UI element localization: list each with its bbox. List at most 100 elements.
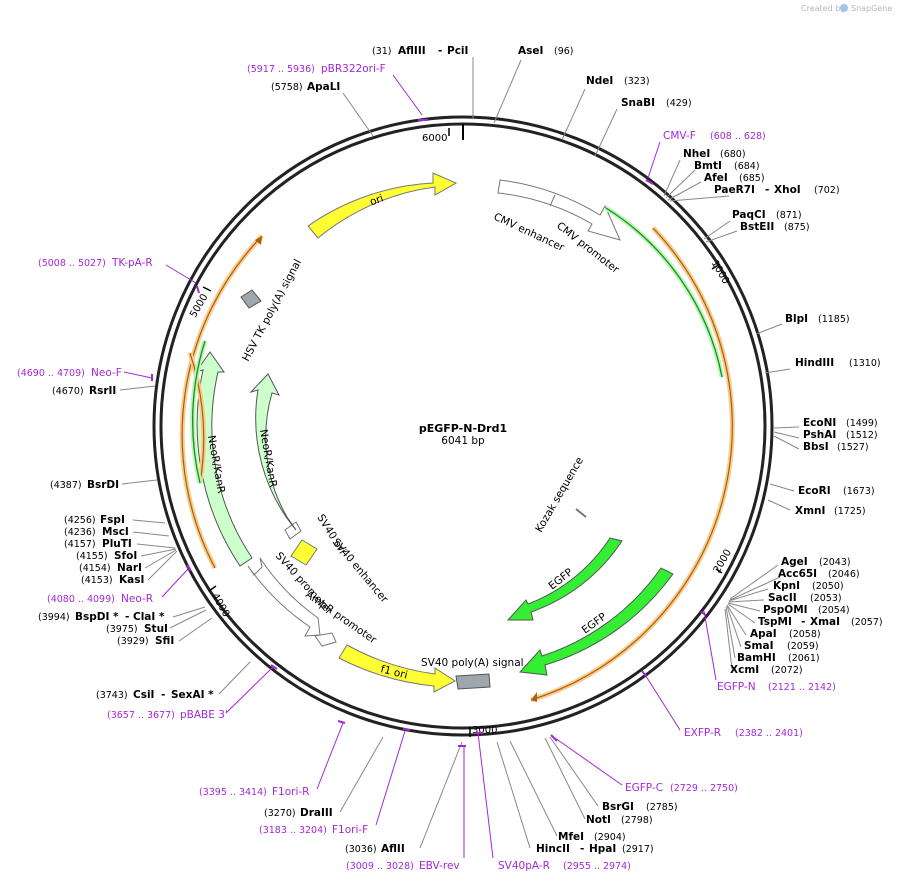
site-sfii[interactable]: (3929) SfiI (117, 635, 174, 647)
site-nari[interactable]: (4154) NarI (79, 562, 142, 574)
primer-neo-f[interactable]: (4690 .. 4709) Neo-F (17, 367, 122, 379)
svg-text:PspOMI: PspOMI (763, 604, 808, 616)
orf-arc-egfp-head (531, 692, 537, 702)
site-bmti[interactable]: BmtI (684) (694, 160, 760, 172)
site-bsteii[interactable]: BstEII (875) (740, 221, 810, 233)
svg-text:PciI: PciI (447, 45, 468, 57)
site-draiii[interactable]: (3270) DraIII (264, 807, 333, 819)
site-paqci[interactable]: PaqCI (871) (732, 209, 802, 221)
svg-text:EBV-rev: EBV-rev (419, 860, 460, 872)
restriction-sites: (31) AflIII - PciI AseI (96) NdeI (323) … (38, 45, 883, 855)
site-sfoi[interactable]: (4155) SfoI (76, 550, 137, 562)
svg-text:-: - (765, 184, 769, 196)
site-paer7i-xhoi[interactable]: PaeR7I - XhoI (702) (714, 184, 840, 196)
svg-text:(4236): (4236) (64, 527, 96, 538)
site-bsrdi[interactable]: (4387) BsrDI (50, 479, 119, 491)
primer-pbabe-3[interactable]: (3657 .. 3677) pBABE 3' (107, 709, 228, 721)
orf-arc-cmv-green (605, 207, 723, 378)
primer-neo-r[interactable]: (4080 .. 4099) Neo-R (47, 593, 153, 605)
svg-text:(1185): (1185) (818, 314, 850, 325)
site-pspomi[interactable]: PspOMI (2054) (763, 604, 850, 616)
feature-sv40-enhancer-box (284, 521, 302, 540)
site-asei[interactable]: AseI (96) (518, 45, 574, 57)
site-tspmi-xmai[interactable]: TspMI - XmaI (2057) (758, 616, 883, 628)
primer-leaders (123, 74, 717, 859)
site-stui[interactable]: (3975) StuI (106, 623, 168, 635)
orf-arc-neor-head (255, 236, 262, 245)
svg-text:(4157): (4157) (64, 539, 96, 550)
site-bbsi[interactable]: BbsI (1527) (803, 441, 869, 453)
feature-label-ori: ori (368, 192, 385, 208)
primer-cmv-f[interactable]: CMV-F (608 .. 628) (663, 130, 766, 142)
svg-text:-: - (580, 843, 584, 855)
site-econi[interactable]: EcoNI (1499) (803, 417, 878, 429)
svg-text:(3395 .. 3414): (3395 .. 3414) (199, 787, 267, 798)
primer-tk-pa-r[interactable]: (5008 .. 5027) TK-pA-R (38, 257, 153, 269)
svg-text:AflII: AflII (381, 843, 405, 855)
svg-text:NotI: NotI (586, 814, 611, 826)
site-afei[interactable]: AfeI (685) (704, 172, 765, 184)
site-bsrgi[interactable]: BsrGI (2785) (602, 801, 678, 813)
site-apai[interactable]: ApaI (2058) (750, 628, 821, 640)
site-kasi[interactable]: (4153) KasI (81, 574, 144, 586)
site-xmni[interactable]: XmnI (1725) (795, 505, 866, 517)
primer-egfp-n[interactable]: EGFP-N (2121 .. 2142) (717, 681, 836, 693)
primer-sv40pa-r[interactable]: SV40pA-R (2955 .. 2974) (498, 860, 631, 872)
site-hincii-hpai[interactable]: HincII - HpaI (2917) (536, 843, 654, 855)
site-ndei[interactable]: NdeI (323) (586, 75, 650, 87)
svg-text:EGFP-N: EGFP-N (717, 681, 756, 693)
site-ecori[interactable]: EcoRI (1673) (798, 485, 875, 497)
svg-text:KpnI: KpnI (773, 580, 800, 592)
site-nhei[interactable]: NheI (680) (683, 148, 746, 160)
site-apali[interactable]: (5758) ApaLI (271, 81, 340, 93)
svg-text:F1ori-F: F1ori-F (332, 824, 368, 836)
svg-text:BspDI *: BspDI * (75, 611, 119, 623)
site-acc65i[interactable]: Acc65I (2046) (778, 568, 860, 580)
primer-ebv-rev[interactable]: (3009 .. 3028) EBV-rev (346, 860, 460, 872)
site-pluti[interactable]: (4157) PluTI (64, 538, 132, 550)
site-fspi[interactable]: (4256) FspI (64, 514, 125, 526)
site-agei[interactable]: AgeI (2043) (781, 556, 851, 568)
svg-text:(3657 .. 3677): (3657 .. 3677) (107, 710, 175, 721)
svg-text:(4155): (4155) (76, 551, 108, 562)
primer-f1ori-f[interactable]: (3183 .. 3204) F1ori-F (259, 824, 368, 836)
primer-f1ori-r[interactable]: (3395 .. 3414) F1ori-R (199, 786, 309, 798)
svg-text:Created by: Created by (801, 4, 845, 13)
svg-text:(2121 .. 2142): (2121 .. 2142) (768, 682, 836, 693)
tick-label-2000: 2000 (712, 548, 734, 576)
svg-text:pBABE 3': pBABE 3' (180, 709, 228, 721)
site-noti[interactable]: NotI (2798) (586, 814, 653, 826)
site-bamhi[interactable]: BamHI (2061) (737, 652, 820, 664)
svg-text:(871): (871) (776, 210, 802, 221)
site-bspdi-clai[interactable]: (3994) BspDI * - ClaI * (38, 611, 165, 623)
svg-text:(4256): (4256) (64, 515, 96, 526)
site-aflIII-pciI[interactable]: (31) AflIII - PciI (372, 45, 468, 57)
site-blpi[interactable]: BlpI (1185) (785, 313, 850, 325)
site-smai[interactable]: SmaI (2059) (744, 640, 819, 652)
site-msci[interactable]: (4236) MscI (64, 526, 129, 538)
site-snabi[interactable]: SnaBI (429) (621, 97, 692, 109)
site-aflii[interactable]: (3036) AflII (345, 843, 405, 855)
svg-text:(3036): (3036) (345, 844, 377, 855)
site-hindiii[interactable]: HindIII (1310) (795, 357, 881, 369)
site-rsrii[interactable]: (4670) RsrII (52, 385, 116, 397)
primer-pbr322ori-f[interactable]: (5917 .. 5936) pBR322ori-F (247, 63, 386, 75)
site-mfei[interactable]: MfeI (2904) (558, 831, 626, 843)
site-kpni[interactable]: KpnI (2050) (773, 580, 844, 592)
svg-text:XcmI: XcmI (730, 664, 759, 676)
svg-text:PshAI: PshAI (803, 429, 836, 441)
svg-text:TK-pA-R: TK-pA-R (111, 257, 153, 269)
site-xcmi[interactable]: XcmI (2072) (730, 664, 803, 676)
tick-label-6000: 6000 (422, 133, 447, 144)
primer-exfp-r[interactable]: EXFP-R (2382 .. 2401) (684, 727, 803, 739)
site-csii-sexai[interactable]: (3743) CsiI - SexAI * (96, 689, 214, 701)
svg-text:(1673): (1673) (843, 486, 875, 497)
svg-text:(2955 .. 2974): (2955 .. 2974) (563, 861, 631, 872)
feature-label-sv40-polya: SV40 poly(A) signal (421, 657, 524, 669)
site-pshai[interactable]: PshAI (1512) (803, 429, 878, 441)
primer-egfp-c[interactable]: EGFP-C (2729 .. 2750) (625, 782, 738, 794)
site-sacii[interactable]: SacII (2053) (768, 592, 842, 604)
svg-text:(3009 .. 3028): (3009 .. 3028) (346, 861, 414, 872)
svg-text:(2059): (2059) (787, 641, 819, 652)
svg-text:(2382 .. 2401): (2382 .. 2401) (735, 728, 803, 739)
